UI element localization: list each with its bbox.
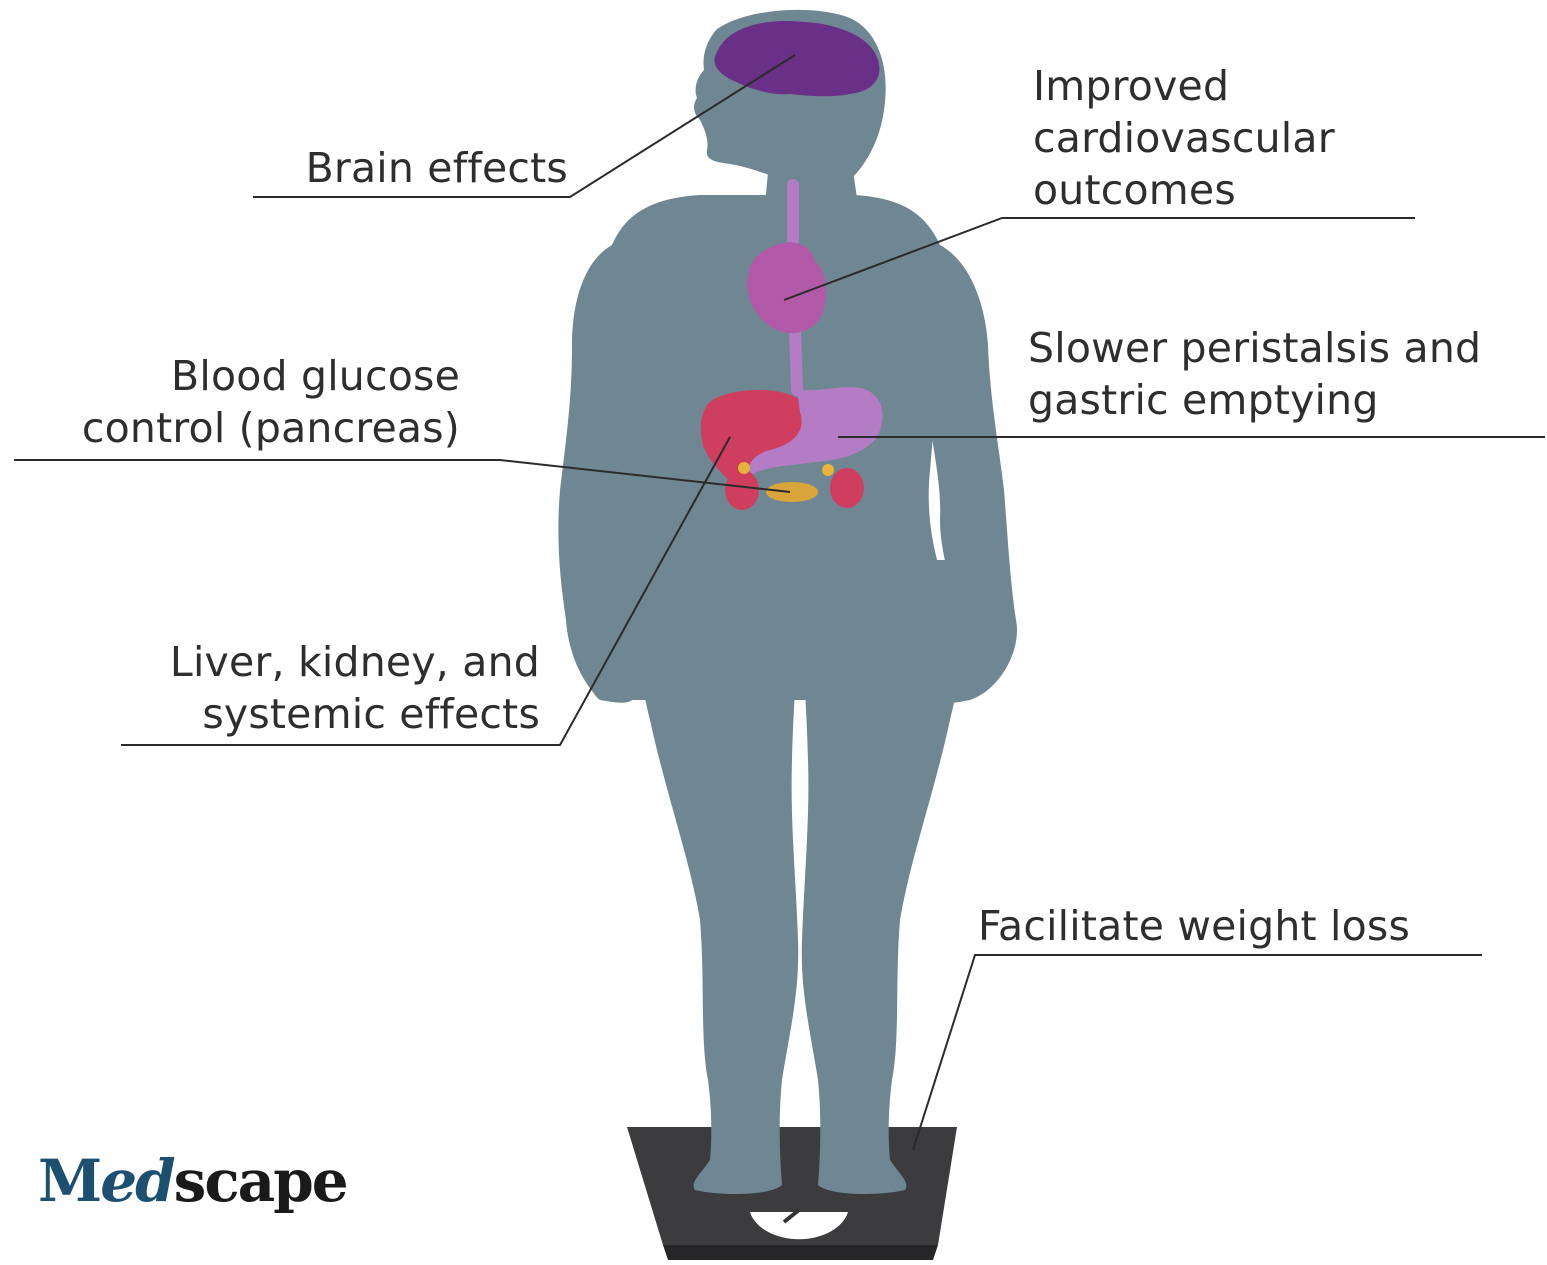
pancreas <box>766 482 818 502</box>
weighing-scale <box>627 1127 957 1260</box>
cardiovascular-label: Improved cardiovascular outcomes <box>1033 60 1433 216</box>
liver-kidney-label: Liver, kidney, and systemic effects <box>100 636 540 740</box>
brain-effects-label: Brain effects <box>268 142 568 194</box>
blood-glucose-label: Blood glucose control (pancreas) <box>30 350 460 454</box>
kidney-left <box>725 470 759 510</box>
kidney-right <box>830 468 864 508</box>
weight-loss-label: Facilitate weight loss <box>978 900 1498 952</box>
gastric-emptying-label: Slower peristalsis and gastric emptying <box>1028 322 1543 426</box>
medscape-logo: Medscape <box>38 1146 347 1216</box>
weight-leader <box>913 955 1482 1150</box>
